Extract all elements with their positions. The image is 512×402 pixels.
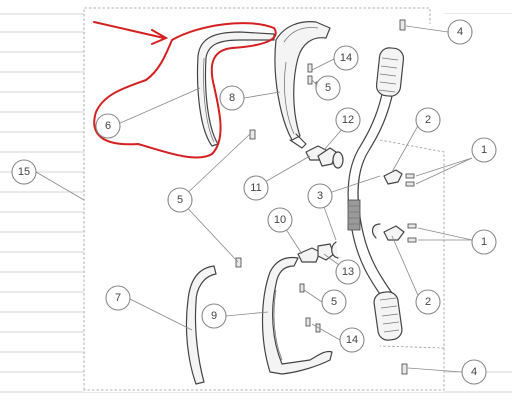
callout-label: 10 (274, 214, 286, 226)
red-arrow (93, 21, 169, 45)
clamp-parts (297, 145, 405, 263)
callout-label: 1 (481, 144, 487, 156)
callout-11: 11 (243, 175, 269, 201)
callout-9: 9 (201, 303, 227, 329)
callout-3: 3 (307, 183, 333, 209)
callout-5-top: 5 (315, 75, 341, 101)
callout-label: 5 (325, 82, 331, 94)
callout-2-bottom: 2 (415, 289, 441, 315)
red-annotation (93, 21, 277, 159)
callout-1-bottom: 1 (471, 229, 497, 255)
callout-label: 7 (115, 292, 121, 304)
callout-label: 8 (229, 92, 235, 104)
callout-label: 5 (331, 296, 337, 308)
callout-14-top: 14 (333, 45, 359, 71)
handlebar (347, 47, 405, 341)
callout-5-bottom: 5 (321, 289, 347, 315)
callout-1-top: 1 (471, 137, 497, 163)
red-circle (93, 22, 277, 159)
callout-2-top: 2 (415, 107, 441, 133)
callout-label: 2 (425, 114, 431, 126)
part-7-lower-bar (185, 265, 217, 385)
callout-label: 3 (317, 190, 323, 202)
callout-14-bottom: 14 (339, 327, 365, 353)
callout-label: 9 (211, 310, 217, 322)
callout-label: 12 (342, 114, 354, 126)
callout-label: 1 (481, 236, 487, 248)
callout-13: 13 (335, 259, 361, 285)
callout-5-mid: 5 (167, 187, 193, 213)
bolts (235, 19, 417, 375)
callout-label: 14 (340, 52, 352, 64)
callout-12: 12 (335, 107, 361, 133)
callout-4-top: 4 (447, 19, 473, 45)
callout-label: 15 (18, 166, 30, 178)
callout-label: 4 (471, 366, 477, 378)
callout-label: 6 (105, 120, 111, 132)
callout-6: 6 (95, 113, 121, 139)
part-8-upper-guard (274, 21, 331, 149)
kit-boundary (83, 7, 445, 391)
callout-label: 13 (342, 266, 354, 278)
part-9-lower-guard (261, 256, 333, 375)
callout-label: 14 (346, 334, 358, 346)
callout-label: 11 (250, 182, 261, 194)
callout-8: 8 (219, 85, 245, 111)
callout-4-bottom: 4 (461, 359, 487, 385)
part-6-upper-bar (196, 31, 275, 147)
callout-label: 2 (425, 296, 431, 308)
callout-label: 4 (457, 26, 463, 38)
diagram-backdrop-right (444, 14, 512, 360)
callout-10: 10 (267, 207, 293, 233)
callout-7: 7 (105, 285, 131, 311)
callout-label: 5 (177, 194, 183, 206)
callouts: 4 14 5 8 6 12 2 1 15 11 3 5 10 1 13 7 2 … (11, 19, 497, 385)
callout-15: 15 (11, 159, 37, 185)
